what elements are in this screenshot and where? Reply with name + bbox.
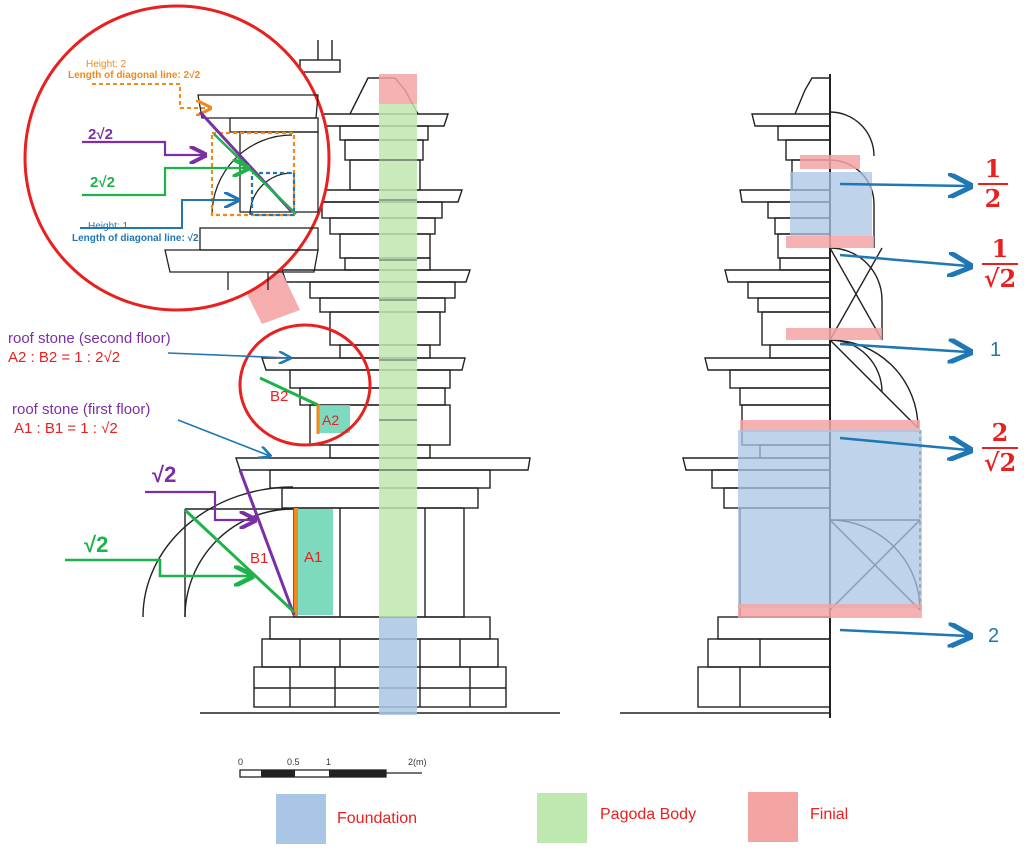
scale-tick-2m: 2(m) [408, 757, 427, 767]
legend-swatch-finial [748, 792, 798, 842]
legend-label-body: Pagoda Body [600, 806, 697, 823]
roof-second-title: roof stone (second floor) [8, 330, 171, 347]
fraction-half-bar [978, 183, 1008, 185]
second-floor-pointer [167, 353, 290, 358]
small-highlight-circle [238, 323, 372, 447]
fraction-inv-sqrt2: 1 √2 [982, 236, 1018, 292]
inset-purple-value: 2√2 [88, 126, 113, 143]
arrow-inv-sqrt2 [839, 255, 968, 266]
purple-sqrt2-label: √2 [152, 462, 177, 487]
inset-height2-label: Height: 2 [86, 59, 127, 70]
label-one: 1 [990, 339, 1002, 361]
b1-line [238, 469, 296, 616]
green-pointer-first [65, 558, 252, 576]
roof-second-ratio: A2 : B2 = 1 : 2√2 [8, 349, 121, 366]
scale-tick-0: 0 [238, 757, 244, 767]
scale-tick-1: 1 [326, 757, 332, 767]
label-two: 2 [988, 625, 1000, 647]
inset-green-value: 2√2 [90, 174, 115, 191]
fraction-inv-sqrt2-bar [982, 263, 1018, 265]
arrow-one [839, 344, 968, 352]
fraction-two-sqrt2-den: √2 [983, 448, 1017, 477]
inset-diag2-label: Length of diagonal line: 2√2 [68, 70, 201, 81]
fraction-inv-sqrt2-num: 1 [991, 234, 1009, 263]
purple-pointer-first [145, 490, 255, 520]
inset-diag1-label: Length of diagonal line: √2 [72, 233, 199, 244]
right-finial-top [800, 155, 860, 169]
roof-first-title: roof stone (first floor) [12, 401, 151, 418]
legend-swatch-foundation [276, 794, 326, 844]
fraction-half-den: 2 [984, 184, 1002, 213]
right-finial-upper [786, 236, 874, 248]
left-finial-band [379, 74, 417, 104]
fraction-two-sqrt2-bar [982, 447, 1018, 449]
legend-label-finial: Finial [810, 806, 849, 823]
a1-area [298, 509, 333, 615]
arrow-half [839, 184, 968, 186]
fraction-half-num: 1 [984, 154, 1002, 183]
legend-label-foundation: Foundation [337, 810, 418, 827]
inset-zoom [23, 4, 331, 312]
fraction-two-sqrt2-num: 2 [991, 418, 1009, 447]
roof-first-ratio: A1 : B1 = 1 : √2 [14, 420, 118, 437]
scale-bar [239, 769, 422, 778]
label-a2: A2 [322, 412, 340, 428]
green-sqrt2-label: √2 [84, 532, 109, 557]
scale-tick-05: 0.5 [287, 757, 300, 767]
right-finial-low [740, 420, 920, 432]
left-foundation-band [379, 617, 417, 715]
inset-height1-label: Height: 1 [88, 221, 129, 232]
label-b2: B2 [270, 388, 289, 405]
legend-swatch-body [537, 793, 587, 843]
arrow-two [839, 630, 968, 636]
fraction-half: 1 2 [978, 156, 1008, 212]
a2-area [318, 405, 350, 433]
fraction-two-sqrt2: 2 √2 [982, 420, 1018, 476]
b2-line [259, 376, 319, 407]
right-box-bottom [738, 430, 922, 608]
right-finial-base [738, 604, 922, 618]
fraction-inv-sqrt2-den: √2 [983, 264, 1017, 293]
green-diagonal-first [183, 508, 296, 614]
right-finial-mid [786, 328, 882, 340]
label-b1: B1 [250, 550, 269, 567]
right-box-top [790, 172, 872, 236]
label-a1: A1 [304, 549, 323, 566]
first-floor-pointer [177, 419, 270, 456]
arrow-two-sqrt2 [839, 438, 968, 450]
right-pagoda-drawing [620, 74, 921, 718]
